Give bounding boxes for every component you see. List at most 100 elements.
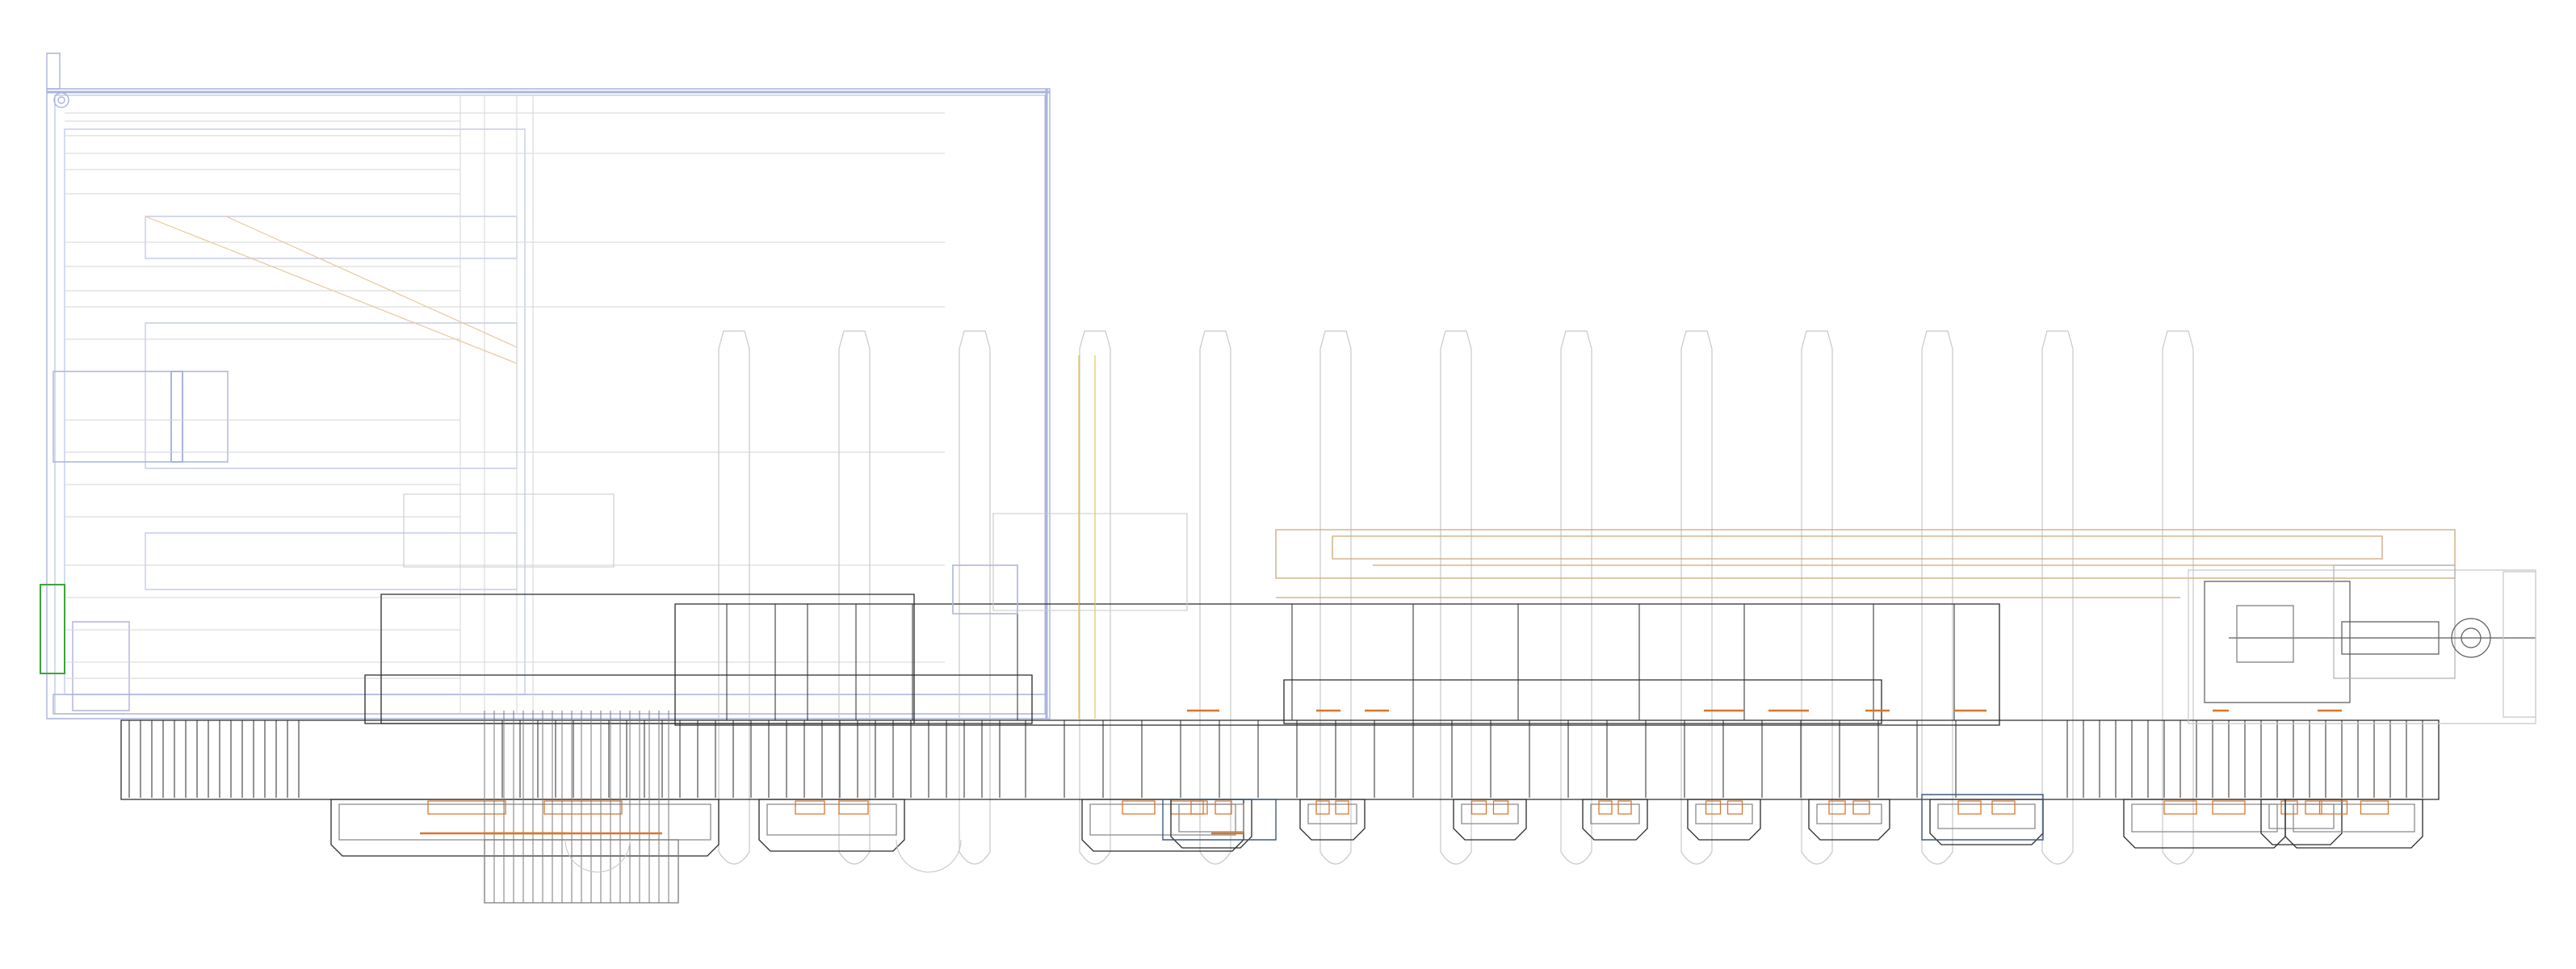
connector-orange-pad [1191,801,1207,814]
connector-inner [767,804,896,835]
connector-inner [1938,804,2035,828]
connector-inner [1591,804,1639,824]
mech-cap [2237,606,2293,662]
connector-inner [339,804,711,840]
pin-post [1802,331,1832,864]
mech-thin-frame [2503,572,2536,717]
connector-inner [1817,804,1882,824]
connector-orange-pad [544,801,622,814]
connector-orange-pad [2320,801,2347,814]
board-left-upper [381,594,914,724]
housing-guide-lines [65,95,945,714]
pin-post [2163,331,2193,864]
connector-orange-pad [2164,801,2196,814]
mech-housing-outer [2188,570,2536,724]
connector-orange-pad [1728,801,1743,814]
connector-orange-pad [2281,801,2297,814]
steel-frame-a [1922,795,2043,840]
main-board [121,594,2439,799]
tan-bus-frame-a [1276,530,2455,578]
connector-body [2261,799,2342,845]
inner-panel-b [145,323,517,468]
connector-orange-pad [1829,801,1845,814]
housing-mount-hole-inner [58,97,65,103]
connector-body [759,799,904,851]
connector-orange-pad [1215,801,1231,814]
pin-post [839,331,870,864]
pin-post [1200,331,1231,864]
connector-orange-pad [839,801,868,814]
connector-body [1454,799,1526,840]
connector-body [1688,799,1760,840]
housing-left-slot [65,129,525,694]
pin-post [1441,331,1471,864]
pin-post [2042,331,2073,864]
connector-inner [1462,804,1518,824]
connector-body [331,799,719,856]
connector-inner [1308,804,1357,824]
board-vertical-ticks [129,604,2423,798]
right-end-mechanism [2188,565,2536,724]
diagonal-guides [145,216,517,363]
connector-orange-pad [1316,801,1329,814]
center-box-a [993,514,1187,610]
mech-body [2205,581,2350,703]
tan-bus-lines [1276,530,2455,598]
connector-body [1930,799,2043,845]
steel-blue-frames [1163,795,2043,840]
green-edge-marker [40,585,65,673]
connector-orange-pad [1618,801,1631,814]
connector-orange-pad [795,801,824,814]
board-lower-strip [121,720,2439,799]
side-window-slot [171,371,183,462]
pin-post [1320,331,1351,864]
connector-orange-pad [1853,801,1869,814]
connector-orange-pad [428,801,506,814]
housing-mount-hole [54,93,69,107]
pin-post [1561,331,1592,864]
connector-orange-pad [2213,801,2245,814]
connector-orange-pad [1494,801,1508,814]
connector-inner [1696,804,1752,824]
connector-body [2285,799,2423,848]
center-box-c [404,494,614,567]
pin-posts-group [719,331,2193,864]
connector-orange-pad [1336,801,1349,814]
connector-orange-pad [1122,801,1155,814]
pin-post [959,331,990,864]
housing-left-box [73,622,129,711]
inner-panel-c [145,533,517,589]
connector-body [1809,799,1890,840]
connector-body [1583,799,1647,840]
connector-orange-pad [1171,801,1203,814]
connector-body [1171,799,1252,848]
connector-orange-pad [2361,801,2389,814]
housing-outer-frame [47,89,1050,719]
board-left-ledge [365,675,1032,724]
board-upper-section [675,604,1999,725]
pin-post [1922,331,1953,864]
connector-inner [2132,804,2277,832]
housing-inner-frame [55,95,1045,714]
center-arch-bottom [565,840,961,872]
mech-frame-right [2334,565,2455,678]
orange-accent-marks [420,711,2342,833]
board-right-ledge [1284,680,1882,724]
inner-panel-a [145,216,517,258]
housing-bottom-shelf [53,694,1047,714]
center-extras [404,355,1187,872]
connector-orange-pad [1599,801,1612,814]
pin-post [1080,331,1110,864]
cluster-box [485,840,678,903]
diagonal-guide-a [145,216,517,363]
connector-body [1300,799,1365,840]
diagonal-guide-b [226,216,517,347]
housing-outline [47,53,1050,719]
pin-post [719,331,749,864]
connector-orange-pad [1958,801,1981,814]
steel-frame-b [1163,799,1276,840]
pin-post [1681,331,1712,864]
side-window [53,371,228,462]
tan-bus-frame-b [1332,536,2382,559]
